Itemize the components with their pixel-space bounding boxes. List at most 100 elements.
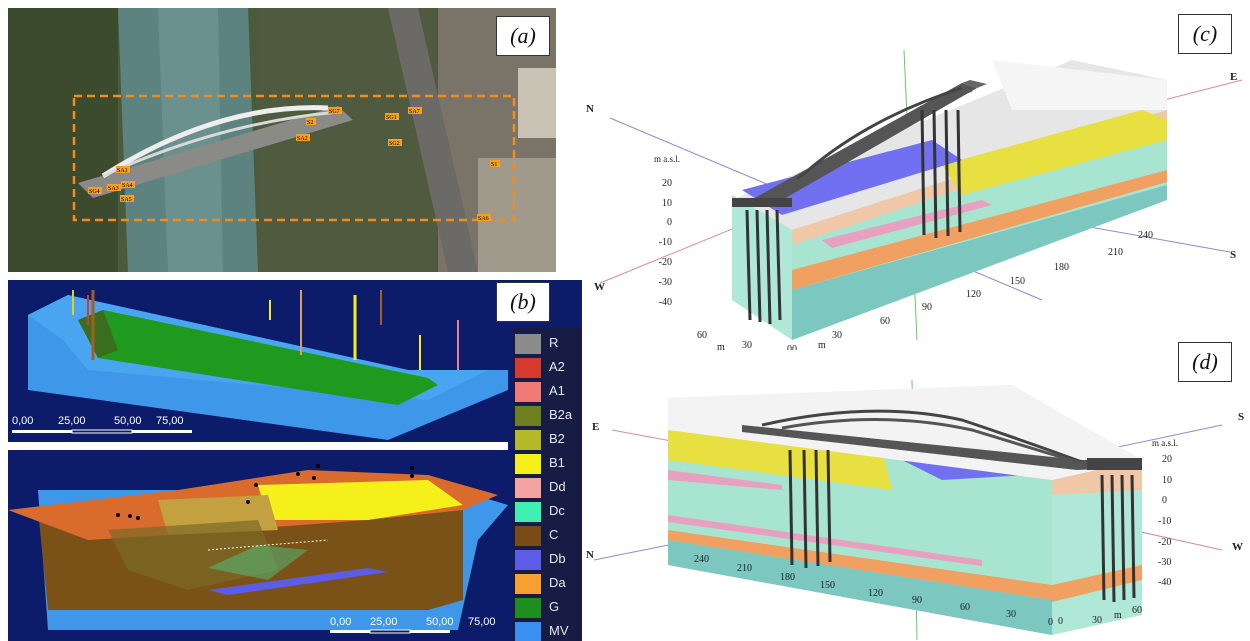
legend-item-b2: B2 <box>513 428 582 452</box>
svg-text:10: 10 <box>1162 475 1172 486</box>
legend-swatch <box>515 550 541 570</box>
lower-scalebar-25: 25,00 <box>370 616 398 628</box>
legend-swatch <box>515 478 541 498</box>
legend-swatch <box>515 454 541 474</box>
svg-text:150: 150 <box>1010 276 1025 287</box>
legend-label: B2a <box>549 407 573 422</box>
svg-text:120: 120 <box>868 588 883 599</box>
legend-item-dd: Dd <box>513 476 582 500</box>
tag-sg7: SG7 <box>329 109 340 115</box>
lower-scalebar-0: 0,00 <box>330 616 352 628</box>
borehole-tags: SG7 SA7 SG1 SA2 SG2 SA1 SG4 SA3 SA4 SA5 … <box>88 107 500 222</box>
tag-s2: S2 <box>307 120 313 126</box>
upper-scalebar-0: 0,00 <box>12 415 34 427</box>
tag-sa5: SA5 <box>121 197 132 203</box>
model-c-drawing: N E S W m a.s.l. 20 10 0 -10 -20 -30 -40… <box>586 49 1243 350</box>
svg-text:0: 0 <box>792 344 797 350</box>
tag-sa7: SA7 <box>409 109 420 115</box>
tag-s1: S1 <box>491 162 497 168</box>
c-north: N <box>586 103 594 115</box>
svg-text:30: 30 <box>1006 609 1016 620</box>
legend-item-c: C <box>513 524 582 548</box>
d-unit: m <box>1114 610 1122 621</box>
tag-sg2: SG2 <box>389 141 400 147</box>
study-area-outline <box>72 94 516 222</box>
c-elev-ticks: 20 10 0 -10 -20 -30 -40 <box>659 178 672 308</box>
svg-text:60: 60 <box>880 316 890 327</box>
svg-text:-10: -10 <box>1158 516 1171 527</box>
legend-label: Db <box>549 551 566 566</box>
svg-text:-20: -20 <box>659 257 672 268</box>
legend-swatch <box>515 382 541 402</box>
c-unit-1: m <box>717 342 725 350</box>
svg-text:90: 90 <box>922 302 932 313</box>
legend-label: MV <box>549 623 569 638</box>
tag-sg4: SG4 <box>89 189 100 195</box>
svg-text:210: 210 <box>737 563 752 574</box>
svg-text:-40: -40 <box>659 297 672 308</box>
svg-text:240: 240 <box>1138 230 1153 241</box>
legend-label: Dd <box>549 479 566 494</box>
svg-text:180: 180 <box>780 572 795 583</box>
d-west: W <box>1232 541 1243 553</box>
d-north: N <box>586 549 594 561</box>
svg-text:210: 210 <box>1108 247 1123 258</box>
panel-a-label: (a) <box>496 16 550 56</box>
legend-swatch <box>515 622 541 641</box>
upper-scalebar-75: 75,00 <box>156 415 184 427</box>
legend-label: A1 <box>549 383 565 398</box>
d-south: S <box>1238 411 1244 423</box>
upper-scalebar-50: 50,00 <box>114 415 142 427</box>
svg-text:10: 10 <box>662 198 672 209</box>
panel-b-geological-model: 0,00 25,00 50,00 75,00 0,00 25,00 50,00 … <box>8 280 582 641</box>
svg-text:-30: -30 <box>659 277 672 288</box>
d-elev-ticks: 20 10 0 -10 -20 -30 -40 <box>1158 454 1172 588</box>
legend-item-a1: A1 <box>513 380 582 404</box>
upper-scale-bar <box>12 429 192 434</box>
legend-item-b2a: B2a <box>513 404 582 428</box>
legend-item-dc: Dc <box>513 500 582 524</box>
legend-item-r: R <box>513 332 582 356</box>
svg-text:150: 150 <box>820 580 835 591</box>
model-d-drawing: E S N W m a.s.l. 20 10 0 -10 -20 -30 -40… <box>586 379 1244 641</box>
legend-label: B2 <box>549 431 565 446</box>
svg-text:0: 0 <box>667 217 672 228</box>
c-west: W <box>594 281 605 293</box>
legend-swatch <box>515 334 541 354</box>
legend-swatch <box>515 502 541 522</box>
tag-sa6: SA6 <box>478 216 489 222</box>
panel-b-label: (b) <box>496 282 550 322</box>
svg-text:-10: -10 <box>659 237 672 248</box>
lower-scalebar-50: 50,00 <box>426 616 454 628</box>
d-y-ticks: 0 30 60 <box>1058 605 1142 627</box>
c-y-ticks: 60 30 0 <box>697 330 792 350</box>
legend-item-b1: B1 <box>513 452 582 476</box>
svg-text:180: 180 <box>1054 262 1069 273</box>
legend-item-g: G <box>513 596 582 620</box>
legend-item-da: Da <box>513 572 582 596</box>
legend-swatch <box>515 430 541 450</box>
legend-label: B1 <box>549 455 565 470</box>
legend-item-mv: MV <box>513 620 582 641</box>
legend-item-a2: A2 <box>513 356 582 380</box>
svg-text:20: 20 <box>662 178 672 189</box>
c-south: S <box>1230 249 1236 261</box>
tag-sa3: SA3 <box>108 186 119 192</box>
legend-item-db: Db <box>513 548 582 572</box>
svg-text:0: 0 <box>787 344 792 350</box>
upper-model-view <box>28 290 508 440</box>
svg-text:-20: -20 <box>1158 537 1171 548</box>
legend-swatch <box>515 526 541 546</box>
panel-divider <box>8 442 508 450</box>
lower-scale-bar <box>330 629 450 634</box>
svg-text:-40: -40 <box>1158 577 1171 588</box>
legend-label: C <box>549 527 559 542</box>
panel-a-aerial-view: SG7 SA7 SG1 SA2 SG2 SA1 SG4 SA3 SA4 SA5 … <box>8 8 556 272</box>
legend-swatch <box>515 406 541 426</box>
svg-text:30: 30 <box>742 340 752 350</box>
panel-c-label: (c) <box>1178 14 1232 54</box>
svg-text:0: 0 <box>1058 616 1063 627</box>
tag-sg1: SG1 <box>386 115 397 121</box>
legend-label: A2 <box>549 359 565 374</box>
